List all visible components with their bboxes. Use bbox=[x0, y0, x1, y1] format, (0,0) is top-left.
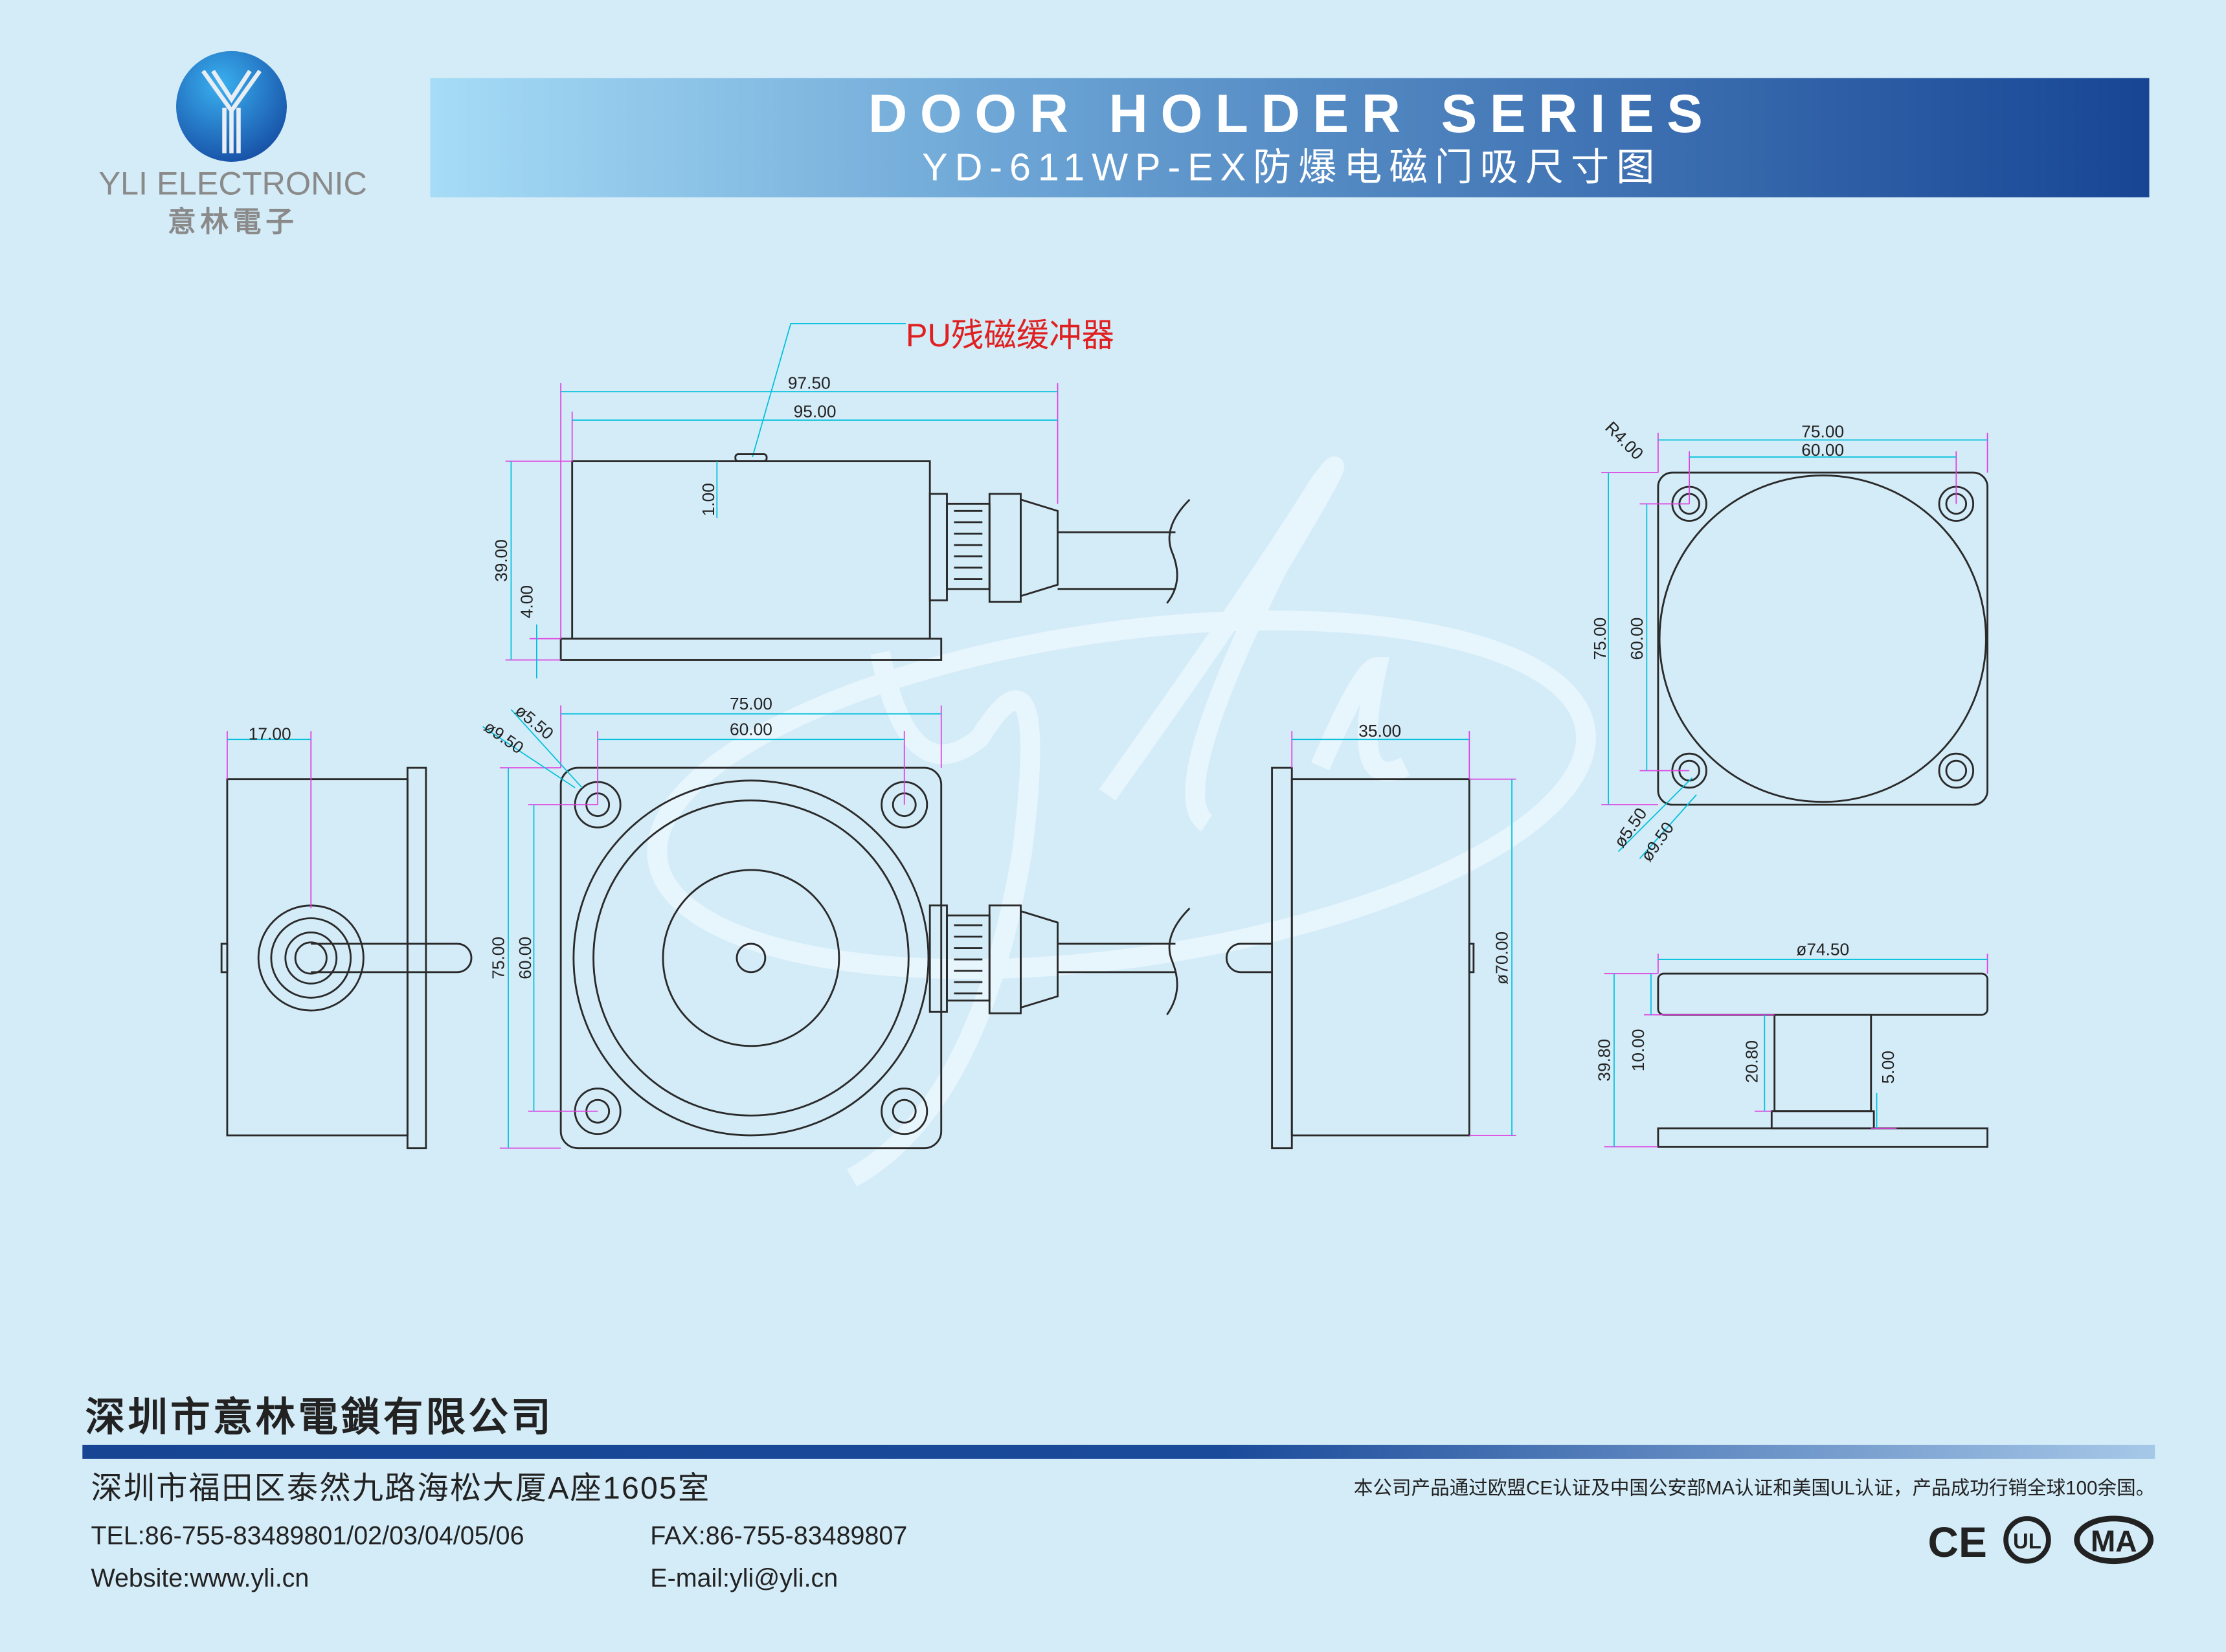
side-elevation-view: 97.50 95.00 39.00 4.00 1.00 bbox=[491, 374, 1191, 678]
dim-height: 75.00 bbox=[488, 937, 508, 979]
page-title: DOOR HOLDER SERIES bbox=[868, 84, 1716, 144]
pu-buffer-callout: PU残磁缓冲器 bbox=[752, 317, 1114, 458]
dim-width: 75.00 bbox=[1801, 421, 1844, 441]
plate-side-view: ø74.50 39.80 10.00 20.80 5.00 bbox=[1594, 940, 1988, 1148]
certification-note: 本公司产品通过欧盟CE认证及中国公安部MA认证和美国UL认证，产品成功行销全球1… bbox=[1354, 1478, 2155, 1499]
dim-bump: 1.00 bbox=[699, 483, 718, 516]
cma-mark: MA bbox=[2074, 1515, 2154, 1565]
left-side-view: 17.00 bbox=[220, 724, 473, 1150]
company-name: 深圳市意林電鎖有限公司 bbox=[85, 1395, 554, 1440]
footer: 深圳市意林電鎖有限公司 深圳市福田区泰然九路海松大厦A座1605室 本公司产品通… bbox=[82, 1395, 2155, 1592]
svg-text:CE: CE bbox=[1928, 1518, 1986, 1566]
brand-name-en: YLI ELECTRONIC bbox=[98, 164, 367, 201]
dim-diameter: ø74.50 bbox=[1796, 940, 1849, 959]
dim-width: 75.00 bbox=[730, 694, 772, 713]
dim-offset: 17.00 bbox=[249, 724, 291, 743]
ce-mark: CE bbox=[1928, 1518, 1986, 1566]
right-side-view: 35.00 ø70.00 bbox=[1225, 721, 1516, 1150]
dim-hole-spacing-x: 60.00 bbox=[730, 720, 772, 739]
dim-height: 75.00 bbox=[1590, 618, 1610, 660]
dim-body-length: 95.00 bbox=[794, 402, 837, 421]
header-banner: DOOR HOLDER SERIES YD-611WP-EX防爆电磁门吸尺寸图 bbox=[430, 78, 2150, 197]
dim-hole-spacing-y: 60.00 bbox=[515, 937, 535, 979]
company-address: 深圳市福田区泰然九路海松大厦A座1605室 bbox=[91, 1471, 710, 1506]
phone-numbers: TEL:86-755-83489801/02/03/04/05/06 bbox=[91, 1521, 524, 1550]
svg-text:UL: UL bbox=[2013, 1529, 2041, 1553]
dim-diameter: ø70.00 bbox=[1492, 932, 1511, 985]
callout-label: PU残磁缓冲器 bbox=[906, 317, 1114, 353]
page-subtitle: YD-611WP-EX防爆电磁门吸尺寸图 bbox=[922, 145, 1661, 188]
dim-stem: 20.80 bbox=[1742, 1040, 1761, 1083]
dim-plate: 5.00 bbox=[1878, 1051, 1898, 1084]
dim-depth: 35.00 bbox=[1358, 721, 1401, 741]
dim-hole-spacing-y: 60.00 bbox=[1627, 618, 1647, 660]
dim-base: 4.00 bbox=[517, 585, 536, 618]
svg-text:MA: MA bbox=[2091, 1524, 2137, 1557]
fax-number: FAX:86-755-83489807 bbox=[650, 1521, 907, 1550]
website-link[interactable]: Website:www.yli.cn bbox=[91, 1564, 309, 1592]
brand-logo: YLI ELECTRONIC 意林電子 bbox=[98, 50, 367, 238]
email-link[interactable]: E-mail:yli@yli.cn bbox=[650, 1564, 838, 1592]
ul-mark: UL bbox=[2003, 1516, 2051, 1564]
dim-disk: 10.00 bbox=[1628, 1029, 1648, 1071]
brand-name-cn: 意林電子 bbox=[168, 206, 298, 238]
dim-hole-spacing-x: 60.00 bbox=[1801, 440, 1844, 460]
dim-total-height: 39.80 bbox=[1594, 1039, 1613, 1082]
dim-height: 39.00 bbox=[491, 539, 511, 582]
watermark-logo bbox=[647, 456, 1596, 1187]
footer-divider bbox=[82, 1444, 2155, 1459]
dim-overall-length: 97.50 bbox=[788, 374, 831, 393]
